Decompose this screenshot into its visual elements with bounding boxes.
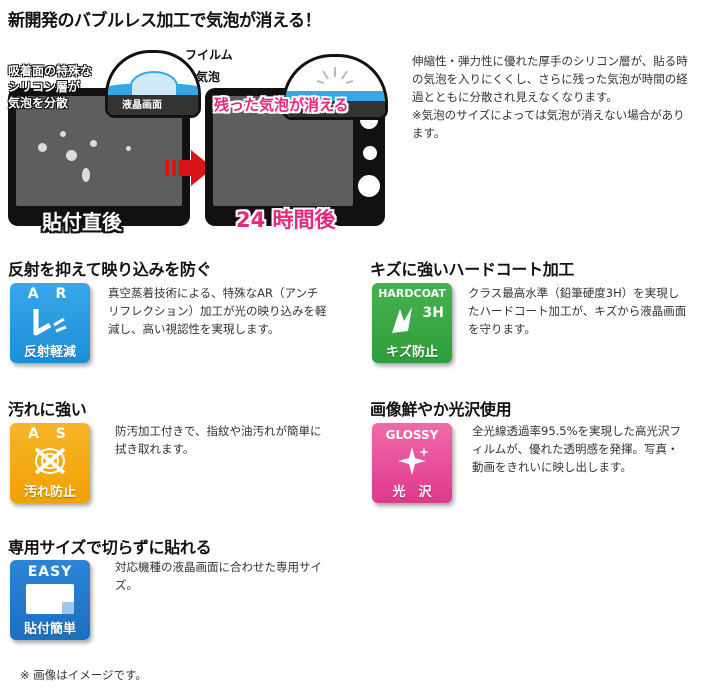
arrow-right-icon <box>165 148 215 188</box>
intro-line: ※気泡のサイズによっては気泡が消えない場合があり <box>412 108 685 122</box>
feature-title-ar: 反射を抑えて映り込みを防ぐ <box>8 260 212 279</box>
after-24h-label: 24 時間後 <box>236 208 336 232</box>
as-badge-caption: 汚れ防止 <box>23 485 76 500</box>
bubble-label: 気泡 <box>196 70 221 84</box>
feature-desc-as: 防汚加工付きで、指紋や油汚れが簡単に 拭き取れます。 <box>115 422 355 458</box>
feature-line: リフレクション）加工が光の映り込みを軽 <box>108 304 327 318</box>
intro-line: の気泡を入りにくくし、さらに残った気泡が時間の経 <box>412 72 688 86</box>
feature-line: 拭き取れます。 <box>115 442 195 456</box>
feature-desc-glossy: 全光線透過率95.5%を実現した高光沢フ ィルムが、優れた透明感を発揮。写真・ … <box>472 422 708 476</box>
feature-line: クラス最高水準（鉛筆硬度3H）を実現し <box>468 286 680 300</box>
intro-text: 伸縮性・弾力性に優れた厚手のシリコン層が、貼る時 の気泡を入りにくくし、さらに残… <box>412 52 702 142</box>
feature-line: ズ。 <box>115 578 138 592</box>
silicone-callout-line: 吸着面の特殊な <box>8 64 93 78</box>
sheet-corner-icon <box>62 602 74 614</box>
scratch-guard-icon <box>392 307 412 333</box>
film-layer <box>285 91 385 101</box>
film-label: フイルム <box>185 48 233 62</box>
intro-line: 過とともに分散され見えなくなります。 <box>412 90 618 104</box>
magnifier-circle: 液晶画面 <box>105 50 201 118</box>
footnote: ※ 画像はイメージです。 <box>20 668 147 682</box>
feature-desc-hardcoat: クラス最高水準（鉛筆硬度3H）を実現し たハードコート加工が、キズから液晶画面 … <box>468 284 708 338</box>
sparkle-rays-icon <box>316 67 354 84</box>
glossy-badge-icon: GLOSSY 光 沢 <box>372 423 452 503</box>
lcd-label: 液晶画面 <box>122 100 162 111</box>
fingerprint-cross-icon <box>34 447 66 475</box>
dial-ring <box>355 172 383 200</box>
headline: 新開発のバブルレス加工で気泡が消える！ <box>8 11 322 31</box>
bubble-dot <box>82 168 90 182</box>
glossy-badge-caption: 光 沢 <box>392 485 432 500</box>
silicone-callout-line: シリコン層が <box>8 80 81 94</box>
as-badge-text: A S <box>28 426 72 442</box>
sparkle-icon <box>398 447 429 475</box>
silicone-callout-line: 気泡を分散 <box>8 96 69 110</box>
ar-badge-icon: A R 反射軽減 <box>10 283 90 363</box>
intro-line: ます。 <box>412 126 446 140</box>
feature-line: 動画をきれいに映し出します。 <box>472 460 632 474</box>
hardcoat-badge-icon: HARDCOAT 3H キズ防止 <box>372 283 452 363</box>
bubble-dot <box>126 146 131 151</box>
ar-badge-caption: 反射軽減 <box>23 345 76 360</box>
bubble-dot <box>90 140 97 147</box>
dial-ring <box>360 143 380 163</box>
feature-line: 全光線透過率95.5%を実現した高光沢フ <box>472 424 682 438</box>
feature-line: ィルムが、優れた透明感を発揮。写真・ <box>472 442 679 456</box>
remaining-bubbles-label: 残った気泡が消える <box>214 96 349 114</box>
as-badge-icon: A S 汚れ防止 <box>10 423 90 503</box>
feature-line: 対応機種の液晶画面に合わせた専用サイ <box>115 560 322 574</box>
feature-title-easy: 専用サイズで切らずに貼れる <box>8 538 212 557</box>
glossy-badge-text: GLOSSY <box>385 428 439 442</box>
feature-line: 防汚加工付きで、指紋や油汚れが簡単に <box>115 424 322 438</box>
bubble-illustration: 液晶画面 フイルム 気泡 吸着面の特殊な シリコン層が 気泡を分散 <box>0 30 400 235</box>
lcd-layer <box>108 95 198 115</box>
after-apply-label: 貼付直後 <box>42 210 122 234</box>
hardcoat-3h-text: 3H <box>422 305 444 321</box>
easy-badge-caption: 貼付簡単 <box>23 622 76 637</box>
bubble-dot <box>66 150 77 161</box>
ar-badge-text: A R <box>27 286 73 302</box>
hardcoat-badge-text: HARDCOAT <box>378 287 446 300</box>
feature-title-hardcoat: キズに強いハードコート加工 <box>370 260 575 279</box>
feature-line: を守ります。 <box>468 322 536 336</box>
feature-title-as: 汚れに強い <box>8 400 87 419</box>
hardcoat-badge-caption: キズ防止 <box>385 345 438 360</box>
reflect-arrow-icon <box>33 309 67 336</box>
lcd-layer <box>285 101 385 117</box>
silicone-callout: 吸着面の特殊な シリコン層が 気泡を分散 <box>6 64 98 116</box>
feature-line: 減し、高い視認性を実現します。 <box>108 322 280 336</box>
feature-line: 真空蒸着技術による、特殊なAR（アンチ <box>108 286 319 300</box>
bubble-dot <box>38 143 47 152</box>
feature-title-glossy: 画像鮮やか光沢使用 <box>370 400 512 419</box>
easy-badge-text: EASY <box>27 564 73 580</box>
feature-desc-ar: 真空蒸着技術による、特殊なAR（アンチ リフレクション）加工が光の映り込みを軽 … <box>108 284 358 338</box>
bubble-dot <box>60 131 66 137</box>
feature-desc-easy: 対応機種の液晶画面に合わせた専用サイ ズ。 <box>115 558 355 594</box>
easy-badge-icon: EASY 貼付簡単 <box>10 560 90 640</box>
feature-line: たハードコート加工が、キズから液晶画面 <box>468 304 687 318</box>
intro-line: 伸縮性・弾力性に優れた厚手のシリコン層が、貼る時 <box>412 54 688 68</box>
